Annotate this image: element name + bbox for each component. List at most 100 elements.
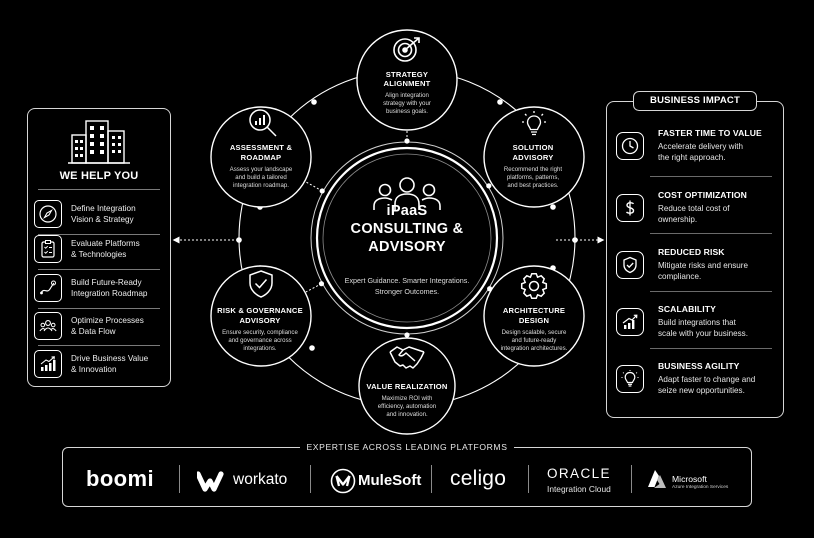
help-item-text-2b: & Technologies: [71, 250, 127, 259]
connector-dot: [486, 183, 492, 189]
divider: [650, 176, 772, 177]
azure-subtitle: Azure Integration Services: [672, 485, 729, 490]
risk-title-1: RISK & GOVERNANCE: [217, 306, 303, 315]
microsoft-logo: Microsoft: [672, 474, 707, 484]
help-item-text-4b: & Data Flow: [71, 327, 116, 336]
value-desc-1: Maximize ROI with: [381, 395, 433, 402]
divider: [650, 291, 772, 292]
satellite-circle: [483, 265, 585, 367]
lightbulb-icon: [616, 365, 644, 393]
connector-dot: [319, 188, 325, 194]
architecture-desc-2: and future-ready: [511, 337, 557, 344]
building-icon: [68, 120, 130, 164]
solution-desc-2: platforms, patterns,: [506, 174, 560, 181]
impact-title-5: BUSINESS AGILITY: [658, 361, 740, 371]
hub-inner-ring: [322, 153, 492, 323]
divider: [38, 308, 160, 309]
impact-desc-3a: Mitigate risks and ensure: [658, 261, 748, 270]
divider: [179, 465, 180, 493]
assessment-desc-1: Assess your landscape: [229, 166, 293, 173]
connector-dot: [318, 281, 325, 287]
connector-line: [305, 181, 323, 192]
checklist-icon: [34, 235, 62, 263]
divider: [38, 269, 160, 270]
hub-subtitle-line1: Expert Guidance. Smarter Integrations.: [344, 276, 470, 285]
gear-icon: [520, 272, 548, 300]
hub-ring: [315, 146, 499, 330]
help-item-optimize: Optimize Processes & Data Flow: [34, 308, 164, 344]
oracle-subtitle: Integration Cloud: [547, 484, 611, 494]
impact-desc-4a: Build integrations that: [658, 318, 736, 327]
hub-title-line1: iPaaS: [386, 203, 428, 219]
strategy-title-1: STRATEGY: [385, 70, 429, 79]
assessment-desc-2: and build a tailored: [235, 174, 287, 181]
risk-desc-2: and governance across: [228, 337, 292, 344]
growth-chart-icon: [34, 350, 62, 378]
bar-growth-icon: [616, 308, 644, 336]
solution-title-2: ADVISORY: [512, 153, 554, 162]
hub-title-line3: ADVISORY: [368, 239, 446, 255]
orbit-dot: [497, 99, 503, 105]
strategy-desc-3: business goals.: [385, 108, 428, 115]
divider: [431, 465, 432, 493]
impact-desc-5b: seize new opportunities.: [658, 386, 745, 395]
divider: [38, 345, 160, 346]
orbit-dot: [236, 237, 242, 243]
impact-item-agility: BUSINESS AGILITY Adapt faster to change …: [614, 359, 776, 411]
divider: [631, 465, 632, 493]
divider: [528, 465, 529, 493]
solution-title-1: SOLUTION: [512, 143, 554, 152]
strategy-desc-2: strategy with your: [383, 100, 431, 107]
shield-check-icon: [616, 251, 644, 279]
magnifier-chart-icon: [249, 109, 277, 137]
help-item-text-1a: Define Integration: [71, 204, 136, 213]
impact-title-4: SCALABILITY: [658, 304, 716, 314]
impact-desc-4b: scale with your business.: [658, 329, 748, 338]
satellite-circle: [210, 106, 312, 208]
impact-item-risk: REDUCED RISK Mitigate risks and ensure co…: [614, 245, 776, 297]
impact-title-3: REDUCED RISK: [658, 247, 725, 257]
help-item-text-5b: & Innovation: [71, 365, 117, 374]
risk-title-2: ADVISORY: [239, 316, 281, 325]
workato-logo: workato: [233, 471, 288, 488]
risk-desc-3: integrations.: [243, 345, 277, 352]
divider: [310, 465, 311, 493]
impact-title-2: COST OPTIMIZATION: [658, 190, 747, 200]
assessment-title-2: ROADMAP: [240, 153, 282, 162]
impact-desc-1b: the right approach.: [658, 153, 726, 162]
oracle-logo: ORACLE: [547, 466, 611, 481]
value-desc-2: efficiency, automation: [377, 403, 437, 410]
strategy-desc-1: Align integration: [385, 92, 429, 99]
value-desc-3: and innovation.: [386, 411, 428, 418]
clock-icon: [616, 132, 644, 160]
lightbulb-icon: [522, 111, 546, 136]
celigo-logo: celigo: [450, 467, 507, 490]
workato-w-icon: [197, 471, 224, 492]
dollar-icon: [616, 194, 644, 222]
help-item-text-4a: Optimize Processes: [71, 316, 144, 325]
satellite-circle: [483, 106, 585, 208]
hub-subtitle-line2: Stronger Outcomes.: [374, 287, 440, 296]
satellite-circle: [356, 29, 458, 131]
connector-dot: [404, 138, 410, 144]
architecture-desc-1: Design scalable, secure: [501, 329, 567, 336]
orbit-dot: [572, 237, 578, 243]
risk-desc-1: Ensure security, compliance: [222, 329, 298, 336]
help-item-text-5a: Drive Business Value: [71, 354, 149, 363]
orbit-dot: [309, 345, 315, 351]
help-item-evaluate: Evaluate Platforms& Technologies: [34, 231, 164, 267]
handshake-icon: [389, 346, 425, 369]
platforms-heading: EXPERTISE ACROSS LEADING PLATFORMS: [300, 441, 514, 453]
people-icon: [34, 312, 62, 340]
impact-title-1: FASTER TIME TO VALUE: [658, 128, 762, 138]
divider: [38, 189, 160, 190]
solution-desc-1: Recommend the right: [503, 166, 563, 173]
architecture-title-1: ARCHITECTURE: [502, 306, 566, 315]
impact-desc-3b: compliance.: [658, 272, 702, 281]
boomi-logo: boomi: [86, 466, 154, 491]
divider: [38, 234, 160, 235]
